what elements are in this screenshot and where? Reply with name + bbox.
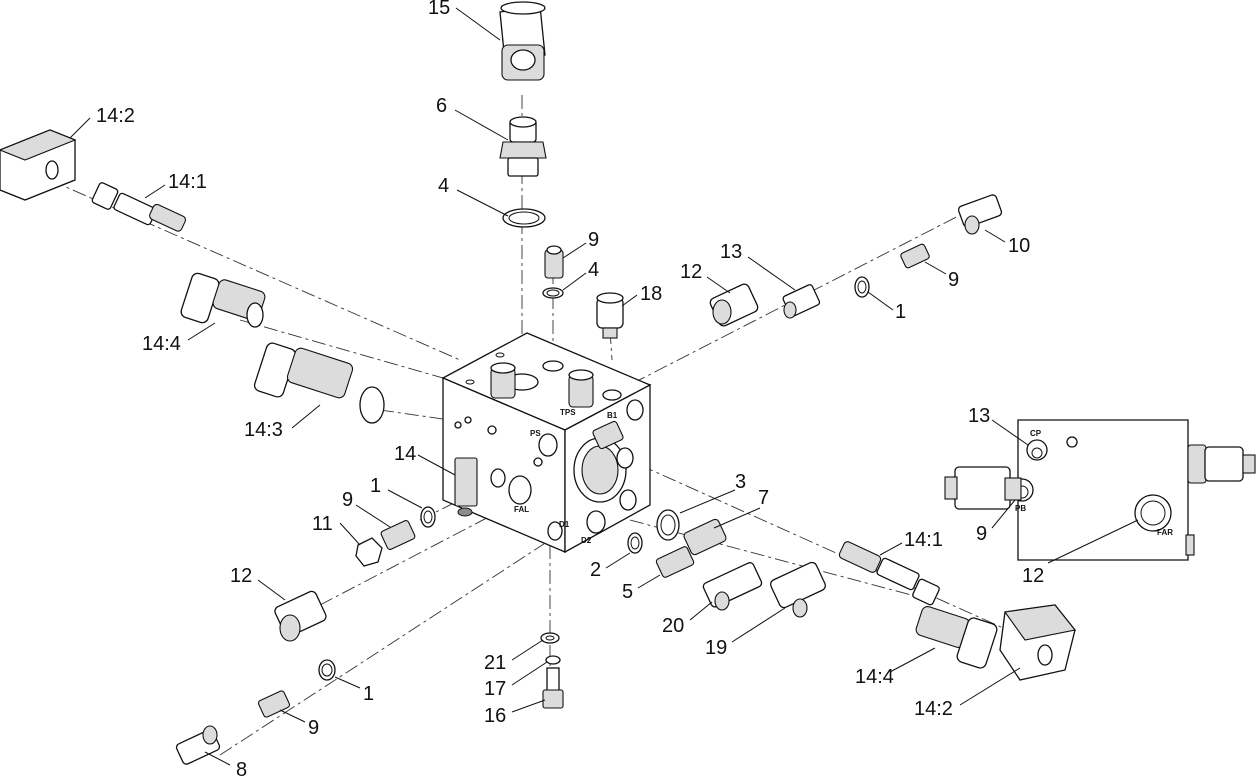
part-1-washer-lower [318, 659, 336, 681]
port-label-ps: PS [530, 429, 541, 438]
part-5-fitting [655, 546, 695, 578]
callout-15: 15 [428, 0, 450, 19]
port-label-b1: B1 [607, 411, 618, 420]
inset-valve-detail: CP PB FAR [944, 419, 1256, 561]
part-15-elbow [499, 1, 546, 81]
port-label-d2: D2 [581, 536, 592, 545]
part-14-4-cartridge-right [915, 606, 998, 669]
callout-14-4: 14:4 [855, 666, 894, 688]
part-2-oring [627, 532, 643, 554]
leader-lines [69, 7, 1139, 766]
part-9-fitting-left [380, 520, 416, 550]
callout-9: 9 [588, 229, 599, 251]
part-14-2-coil-right [999, 604, 1076, 681]
part-16-bolt [542, 667, 564, 709]
callout-19: 19 [705, 637, 727, 659]
callout-14-1: 14:1 [168, 171, 207, 193]
port-label-d1: D1 [559, 520, 570, 529]
callout-9: 9 [308, 717, 319, 739]
callout-6: 6 [436, 95, 447, 117]
part-1-washer-upper [854, 276, 870, 298]
callout-20: 20 [662, 615, 684, 637]
part-20-tee [702, 562, 763, 611]
callout-9: 9 [976, 523, 987, 545]
callout-12: 12 [230, 565, 252, 587]
callout-12: 12 [1022, 565, 1044, 587]
part-10-tee [957, 194, 1003, 235]
callout-14-1: 14:1 [904, 529, 943, 551]
part-9-fitting-upper [900, 243, 930, 269]
part-6-fitting [499, 116, 547, 177]
part-9-fitting-top [544, 245, 564, 279]
port-label-fal: FAL [514, 505, 529, 514]
part-19-tee [769, 561, 827, 618]
part-18-plug [596, 292, 624, 339]
callout-16: 16 [484, 705, 506, 727]
callout-13: 13 [968, 405, 990, 427]
part-14-1-stem-left [91, 182, 187, 232]
part-14-3-cartridge-left [253, 342, 385, 424]
inset-port-label-far: FAR [1157, 528, 1173, 537]
part-13-fitting-upper [782, 284, 821, 319]
port-label-tps: TPS [560, 408, 576, 417]
callout-17: 17 [484, 678, 506, 700]
part-12-cap-lower [274, 590, 327, 642]
callout-2: 2 [590, 559, 601, 581]
part-14-2-coil-left [0, 129, 77, 201]
callout-9: 9 [948, 269, 959, 291]
callout-4: 4 [438, 175, 449, 197]
callout-4: 4 [588, 259, 599, 281]
part-3-oring [656, 509, 680, 541]
callout-1: 1 [370, 475, 381, 497]
part-14-1-stem-right [838, 541, 940, 606]
callout-8: 8 [236, 759, 247, 779]
callout-5: 5 [622, 581, 633, 603]
callout-18: 18 [640, 283, 662, 305]
part-1-washer-left [420, 506, 436, 528]
callout-21: 21 [484, 652, 506, 674]
callout-14-2: 14:2 [914, 698, 953, 720]
callout-10: 10 [1008, 235, 1030, 257]
callout-1: 1 [363, 683, 374, 705]
part-17-washer [545, 655, 561, 665]
part-4-oring [502, 208, 546, 228]
callout-3: 3 [735, 471, 746, 493]
callout-7: 7 [758, 487, 769, 509]
callout-14-2: 14:2 [96, 105, 135, 127]
callout-9: 9 [342, 489, 353, 511]
callout-labels: 15 6 4 9 4 18 12 13 1 9 10 14:2 14:1 14:… [96, 0, 1044, 779]
inset-port-label-cp: CP [1030, 429, 1042, 438]
callout-14: 14 [394, 443, 416, 465]
callout-12: 12 [680, 261, 702, 283]
part-11-cap [355, 537, 383, 567]
callout-1: 1 [895, 301, 906, 323]
part-8-tee [175, 725, 221, 765]
part-12-cap-upper [709, 283, 759, 327]
part-21-washer [540, 632, 560, 644]
manifold-block: PS FAL D1 D2 B1 TPS [441, 332, 652, 554]
part-4-oring-small [542, 287, 564, 299]
callout-14-4: 14:4 [142, 333, 181, 355]
part-7-fitting [683, 518, 727, 556]
part-14-4-cartridge-left [180, 272, 266, 328]
callout-11: 11 [312, 513, 333, 535]
part-9-fitting-lower [257, 690, 291, 718]
callout-13: 13 [720, 241, 742, 263]
callout-14-3: 14:3 [244, 419, 283, 441]
inset-port-label-pb: PB [1015, 504, 1026, 513]
